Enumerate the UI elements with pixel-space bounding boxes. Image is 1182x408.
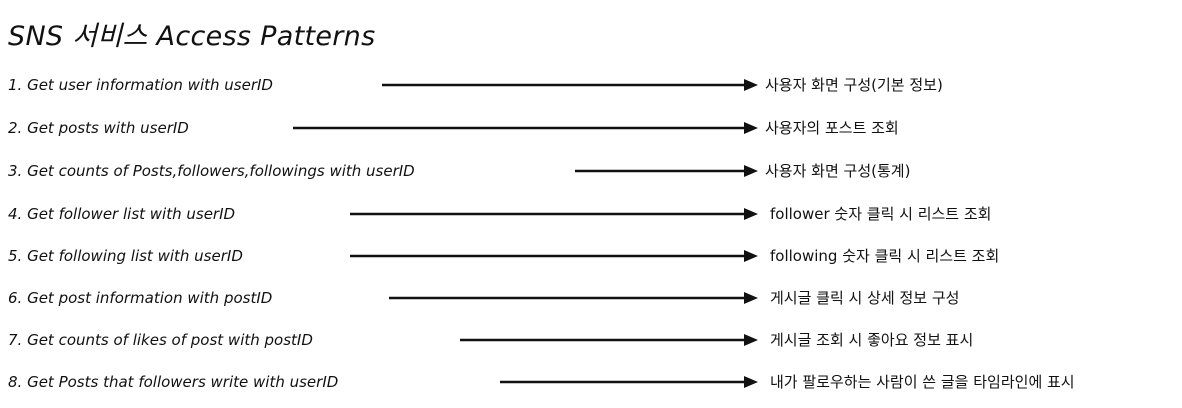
- pattern-request: 1. Get user information with userID: [8, 76, 273, 94]
- pattern-purpose: 게시글 조회 시 좋아요 정보 표시: [770, 331, 974, 349]
- arrow-icon: [575, 165, 758, 177]
- access-pattern-row: 5. Get following list with userID follow…: [8, 243, 1182, 269]
- diagram-title: SNS 서비스 Access Patterns: [8, 21, 376, 52]
- arrow-icon: [382, 79, 758, 91]
- pattern-purpose: 사용자 화면 구성(통계): [765, 162, 911, 180]
- arrow-icon: [389, 292, 758, 304]
- pattern-purpose: 내가 팔로우하는 사람이 쓴 글을 타임라인에 표시: [770, 373, 1075, 391]
- pattern-purpose: 사용자 화면 구성(기본 정보): [765, 76, 943, 94]
- pattern-request: 4. Get follower list with userID: [8, 205, 236, 223]
- pattern-request: 2. Get posts with userID: [8, 119, 189, 137]
- pattern-request: 3. Get counts of Posts,followers,followi…: [8, 162, 415, 180]
- pattern-purpose: 사용자의 포스트 조회: [765, 119, 899, 137]
- access-pattern-row: 3. Get counts of Posts,followers,followi…: [8, 158, 1182, 184]
- arrow-icon: [500, 376, 758, 388]
- pattern-request: 8. Get Posts that followers write with u…: [8, 373, 339, 391]
- access-pattern-row: 2. Get posts with userID 사용자의 포스트 조회: [8, 115, 1182, 141]
- arrow-icon: [460, 334, 758, 346]
- access-pattern-row: 8. Get Posts that followers write with u…: [8, 369, 1182, 395]
- pattern-request: 6. Get post information with postID: [8, 289, 273, 307]
- arrow-icon: [350, 208, 758, 220]
- pattern-purpose: follower 숫자 클릭 시 리스트 조회: [770, 205, 992, 223]
- pattern-request: 5. Get following list with userID: [8, 247, 243, 265]
- pattern-purpose: 게시글 클릭 시 상세 정보 구성: [770, 289, 960, 307]
- pattern-purpose: following 숫자 클릭 시 리스트 조회: [770, 247, 1000, 265]
- access-pattern-row: 1. Get user information with userID 사용자 …: [8, 72, 1182, 98]
- access-pattern-row: 6. Get post information with postID 게시글 …: [8, 285, 1182, 311]
- arrow-icon: [293, 122, 758, 134]
- access-pattern-row: 4. Get follower list with userID followe…: [8, 201, 1182, 227]
- access-pattern-row: 7. Get counts of likes of post with post…: [8, 327, 1182, 353]
- pattern-request: 7. Get counts of likes of post with post…: [8, 331, 313, 349]
- arrow-icon: [350, 250, 758, 262]
